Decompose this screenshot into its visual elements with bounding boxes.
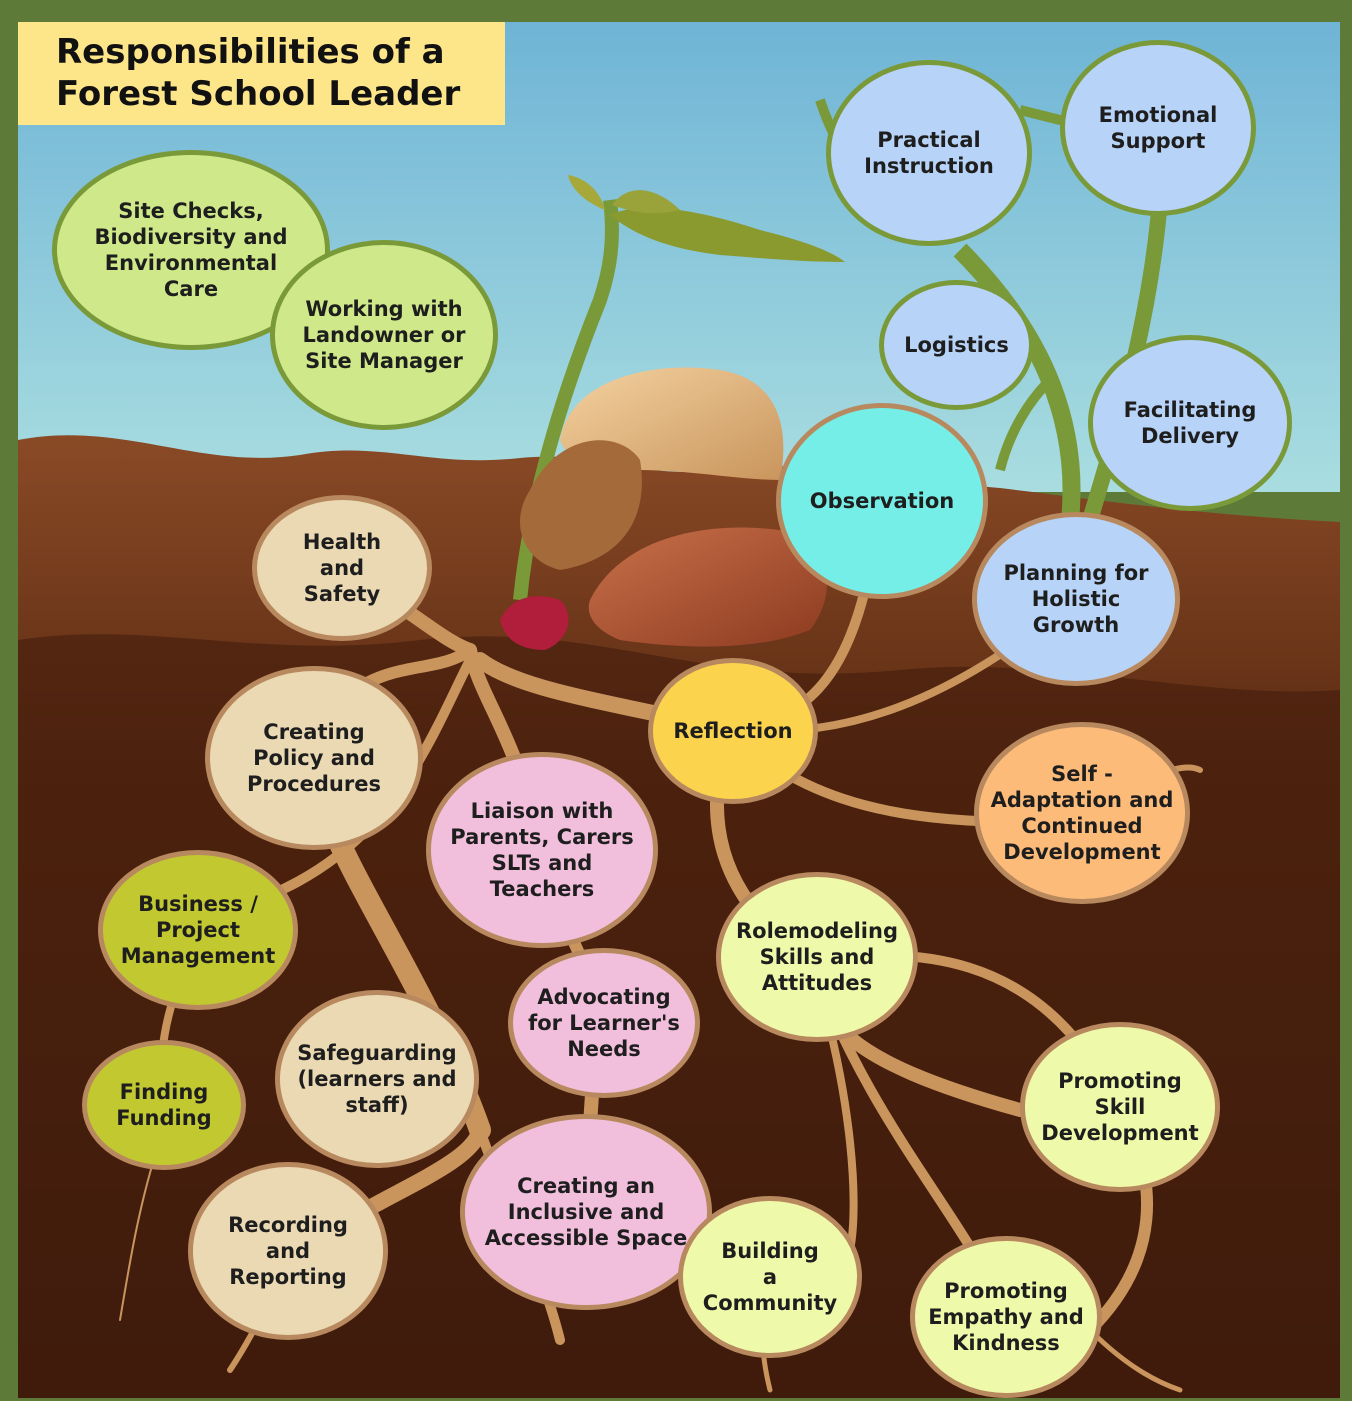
node-reflection-label: Reflection [673, 719, 793, 743]
node-landowner: Working with Landowner or Site Manager [270, 240, 498, 430]
node-emotional-support: Emotional Support [1060, 40, 1256, 216]
node-promoting-empathy: Promoting Empathy and Kindness [910, 1236, 1102, 1398]
node-planning: Planning for Holistic Growth [972, 512, 1180, 686]
node-inclusive-space: Creating an Inclusive and Accessible Spa… [460, 1114, 712, 1310]
node-site-checks-label: Site Checks, Biodiversity and Environmen… [94, 199, 288, 301]
node-logistics-label: Logistics [904, 333, 1009, 357]
node-rolemodeling-label: Rolemodeling Skills and Attitudes [735, 919, 898, 995]
node-safeguarding-label: Safeguarding (learners and staff) [297, 1041, 457, 1117]
title-line-1: Responsibilities of a [56, 32, 445, 72]
node-finding-funding: Finding Funding [82, 1040, 246, 1170]
node-business-label: Business / Project Management [120, 892, 276, 968]
node-recording: Recording and Reporting [188, 1162, 388, 1340]
node-health-safety-label: Health and Safety [302, 530, 382, 606]
node-site-checks: Site Checks, Biodiversity and Environmen… [52, 150, 330, 350]
node-advocating: Advocating for Learner's Needs [508, 948, 700, 1098]
node-health-safety: Health and Safety [252, 495, 432, 641]
node-landowner-label: Working with Landowner or Site Manager [302, 297, 466, 373]
node-promoting-skill: Promoting Skill Development [1020, 1022, 1220, 1192]
node-advocating-label: Advocating for Learner's Needs [528, 985, 680, 1061]
node-observation: Observation [776, 403, 988, 599]
node-business: Business / Project Management [98, 850, 298, 1010]
node-observation-label: Observation [809, 489, 955, 513]
node-self-adaptation: Self - Adaptation and Continued Developm… [974, 722, 1190, 904]
node-liaison-label: Liaison with Parents, Carers SLTs and Te… [450, 799, 634, 901]
node-recording-label: Recording and Reporting [228, 1213, 348, 1289]
node-facilitating-delivery-label: Facilitating Delivery [1123, 398, 1257, 448]
node-reflection: Reflection [648, 658, 818, 804]
node-building-community: Building a Community [678, 1196, 862, 1358]
node-promoting-skill-label: Promoting Skill Development [1041, 1069, 1199, 1145]
node-creating-policy: Creating Policy and Procedures [205, 666, 423, 850]
title-box: Responsibilities of a Forest School Lead… [18, 22, 505, 125]
title-line-2: Forest School Leader [56, 74, 461, 114]
node-emotional-support-label: Emotional Support [1098, 103, 1218, 153]
node-liaison: Liaison with Parents, Carers SLTs and Te… [426, 752, 658, 948]
node-practical-instruction-label: Practical Instruction [864, 128, 994, 178]
node-facilitating-delivery: Facilitating Delivery [1088, 335, 1292, 511]
node-safeguarding: Safeguarding (learners and staff) [275, 990, 479, 1168]
node-logistics: Logistics [879, 280, 1034, 410]
node-planning-label: Planning for Holistic Growth [1003, 561, 1149, 637]
node-practical-instruction: Practical Instruction [826, 60, 1032, 246]
node-finding-funding-label: Finding Funding [116, 1080, 212, 1130]
node-creating-policy-label: Creating Policy and Procedures [247, 720, 381, 796]
node-inclusive-space-label: Creating an Inclusive and Accessible Spa… [484, 1174, 688, 1250]
node-rolemodeling: Rolemodeling Skills and Attitudes [716, 872, 918, 1042]
node-building-community-label: Building a Community [702, 1239, 838, 1315]
node-self-adaptation-label: Self - Adaptation and Continued Developm… [990, 762, 1174, 864]
node-promoting-empathy-label: Promoting Empathy and Kindness [928, 1279, 1084, 1355]
